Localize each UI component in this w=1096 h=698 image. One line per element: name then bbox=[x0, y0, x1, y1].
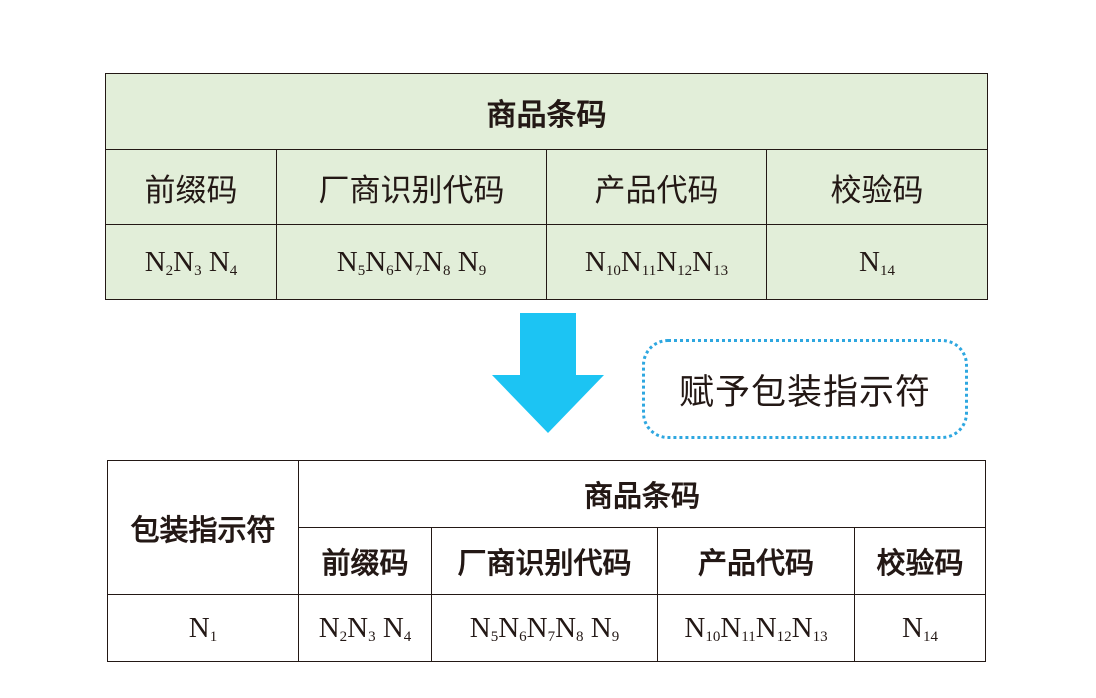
code-subscript: 7 bbox=[414, 262, 423, 279]
code-subscript: 11 bbox=[641, 262, 657, 279]
code-letter: N bbox=[173, 245, 195, 278]
header-check-digit: 校验码 bbox=[853, 527, 987, 595]
header-product-code: 产品代码 bbox=[546, 149, 767, 225]
code-letter: N bbox=[188, 611, 210, 644]
barcode-with-indicator-table: 包装指示符 商品条码 前缀码 厂商识别代码 产品代码 校验码 N1 N2N3 N… bbox=[107, 460, 987, 662]
callout-add-indicator: 赋予包装指示符 bbox=[642, 339, 968, 439]
code-subscript: 9 bbox=[611, 628, 620, 645]
code-letter: N bbox=[201, 245, 230, 278]
code-subscript: 14 bbox=[922, 628, 938, 645]
callout-text: 赋予包装指示符 bbox=[678, 372, 931, 413]
code-subscript: 2 bbox=[165, 262, 174, 279]
header-packaging-indicator: 包装指示符 bbox=[107, 460, 299, 595]
code-subscript: 9 bbox=[478, 262, 487, 279]
code-subscript: 12 bbox=[677, 262, 693, 279]
code-subscript: 8 bbox=[576, 628, 584, 645]
code-letter: N bbox=[365, 245, 387, 278]
code-subscript: 10 bbox=[705, 628, 721, 645]
code-subscript: 13 bbox=[812, 628, 828, 645]
code-check: N14 bbox=[902, 611, 938, 645]
header-prefix: 前缀码 bbox=[298, 527, 432, 595]
table-title: 商品条码 bbox=[297, 460, 987, 528]
code-letter: N bbox=[684, 611, 706, 644]
code-subscript: 13 bbox=[713, 262, 729, 279]
code-company: N5N6N7N8 N9 bbox=[469, 611, 620, 645]
code-letter: N bbox=[393, 245, 415, 278]
code-letter: N bbox=[375, 611, 404, 644]
code-subscript: 1 bbox=[209, 628, 218, 645]
code-subscript: 7 bbox=[547, 628, 556, 645]
header-check-digit: 校验码 bbox=[766, 149, 988, 225]
code-company: N5N6N7N8 N9 bbox=[336, 245, 487, 279]
header-company-code: 厂商识别代码 bbox=[431, 527, 658, 595]
code-letter: N bbox=[902, 611, 923, 644]
code-subscript: 11 bbox=[741, 628, 756, 645]
code-subscript: 14 bbox=[879, 262, 895, 279]
down-arrow-icon bbox=[492, 313, 604, 433]
code-subscript: 2 bbox=[339, 628, 348, 645]
code-letter: N bbox=[584, 245, 606, 278]
header-product-code: 产品代码 bbox=[657, 527, 855, 595]
down-arrow-shape bbox=[492, 313, 604, 433]
header-prefix: 前缀码 bbox=[105, 149, 277, 225]
code-letter: N bbox=[720, 611, 742, 644]
code-letter: N bbox=[469, 611, 491, 644]
code-letter: N bbox=[347, 611, 369, 644]
code-prefix: N2N3 N4 bbox=[144, 245, 238, 279]
code-subscript: 5 bbox=[357, 262, 366, 279]
code-letter: N bbox=[755, 611, 777, 644]
code-subscript: 4 bbox=[403, 628, 412, 645]
barcode-structure-table: 商品条码 前缀码 厂商识别代码 产品代码 校验码 N2N3 N4 N5N6N7N… bbox=[105, 73, 988, 300]
code-letter: N bbox=[144, 245, 166, 278]
header-company-code: 厂商识别代码 bbox=[276, 149, 547, 225]
code-subscript: 3 bbox=[368, 628, 376, 645]
code-letter: N bbox=[450, 245, 479, 278]
code-product: N10N11N12N13 bbox=[584, 245, 729, 279]
code-subscript: 8 bbox=[443, 262, 451, 279]
code-letter: N bbox=[498, 611, 520, 644]
code-subscript: 12 bbox=[776, 628, 792, 645]
code-letter: N bbox=[656, 245, 678, 278]
code-subscript: 6 bbox=[519, 628, 527, 645]
code-subscript: 5 bbox=[490, 628, 499, 645]
code-prefix: N2N3 N4 bbox=[318, 611, 412, 645]
code-indicator: N1 bbox=[188, 611, 218, 645]
code-subscript: 4 bbox=[229, 262, 238, 279]
code-letter: N bbox=[336, 245, 358, 278]
code-subscript: 10 bbox=[605, 262, 621, 279]
code-letter: N bbox=[692, 245, 714, 278]
code-subscript: 3 bbox=[194, 262, 202, 279]
code-letter: N bbox=[859, 245, 880, 278]
code-letter: N bbox=[422, 245, 444, 278]
code-product: N10N11N12N13 bbox=[684, 611, 828, 645]
code-subscript: 6 bbox=[386, 262, 394, 279]
code-letter: N bbox=[583, 611, 612, 644]
code-letter: N bbox=[526, 611, 548, 644]
code-check: N14 bbox=[859, 245, 895, 279]
code-letter: N bbox=[318, 611, 340, 644]
table-title: 商品条码 bbox=[105, 73, 988, 150]
code-letter: N bbox=[555, 611, 577, 644]
code-letter: N bbox=[791, 611, 813, 644]
code-letter: N bbox=[620, 245, 642, 278]
